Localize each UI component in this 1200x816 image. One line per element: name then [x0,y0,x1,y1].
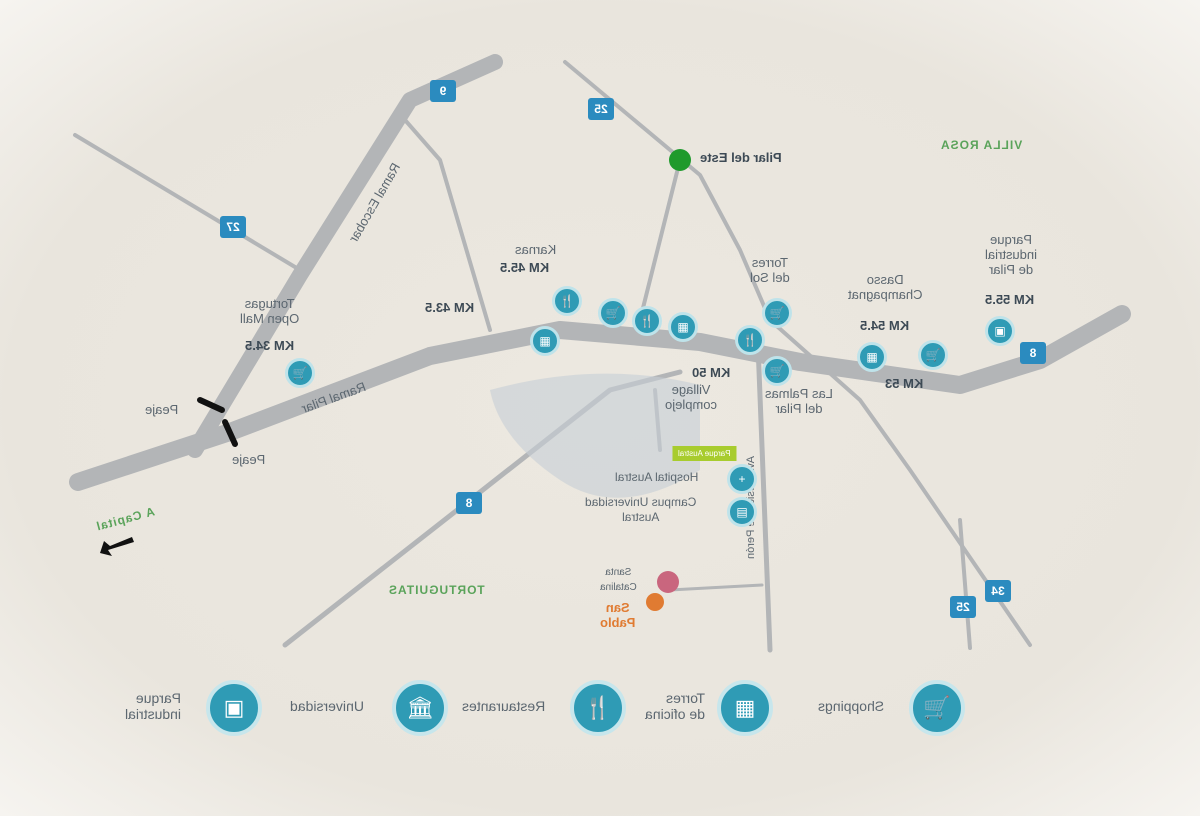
label-dasso-km: KM 54.5 [860,318,910,333]
label-campus: Campus Universidad Austral [585,495,697,524]
legend-label-restaurantes: Restaurantes [462,698,546,714]
label-dasso: Dasso Champagnat [848,272,923,302]
shopping-icon[interactable]: 🛒 [918,340,948,370]
santa-catalina-dot [657,571,679,593]
office-tower-icon[interactable]: ▦ [530,326,560,356]
road-pilar-del-este [638,158,682,322]
av-presidente-peron [755,342,773,653]
shopping-icon[interactable]: 🛒 [762,356,792,386]
label-village: Village complejo [665,382,718,412]
office-tower-icon[interactable]: ▦ [668,312,698,342]
legend-label-parque-industrial: Parque industrial [125,690,182,722]
san-pablo-dot [646,593,664,611]
toll-peaje-2 [222,419,238,447]
legend-office-tower-icon: ▦ [717,680,773,736]
label-pilar-del-este: Pilar del Este [700,150,782,165]
restaurant-icon[interactable]: 🍴 [735,325,765,355]
legend-factory-icon: ▣ [206,680,262,736]
label-km-43: KM 43.5 [425,300,475,315]
route-34-shield: 34 [985,580,1011,602]
legend-label-shoppings: Shoppings [818,698,885,714]
label-tortugas-km: KM 34.5 [245,338,295,353]
shopping-icon[interactable]: 🛒 [285,358,315,388]
route-25-south [958,518,972,650]
legend-university-icon: 🏛 [392,680,448,736]
legend-shopping-cart-icon: 🛒 [909,680,965,736]
legend-fork-knife-icon: 🍴 [570,680,626,736]
label-peaje-2: Peaje [232,452,266,467]
shopping-icon[interactable]: 🛒 [598,298,628,328]
toll-peaje-1 [197,397,225,413]
route-27-shield: 27 [220,216,246,238]
university-icon[interactable]: ▤ [727,497,757,527]
label-karnas: Karnas [515,242,557,257]
route-27 [73,133,302,272]
shopping-icon[interactable]: 🛒 [762,298,792,328]
label-torres-del-sol: Torres del Sol [750,255,790,285]
parque-austral-tag: Parque Austral [672,446,737,461]
route-25-shield: 25 [588,98,614,120]
pilar-del-este-dot [669,149,691,171]
road-santa-catalina [668,583,764,592]
label-villa-rosa: VILLA ROSA [940,138,1023,152]
ramal-pilar-highway [69,305,1131,491]
route-9-shield: 9 [430,80,456,102]
label-parque-industrial-km: KM 55.5 [985,292,1035,307]
restaurant-icon[interactable]: 🍴 [552,286,582,316]
office-tower-icon[interactable]: ▦ [857,342,887,372]
route-8-secondary-shield: 8 [456,492,482,514]
legend-label-universidad: Universidad [290,698,364,714]
restaurant-icon[interactable]: 🍴 [632,306,662,336]
austral-area [490,373,700,498]
route-8-shield: 8 [1020,342,1046,364]
label-km-50: KM 50 [692,365,731,380]
label-km-53: KM 53 [885,376,924,391]
label-peaje-1: Peaje [145,402,179,417]
label-las-palmas: Las Palmas del Pilar [765,386,833,416]
label-karnas-km: KM 45.5 [500,260,550,275]
label-santa-catalina: Santa Catalina [600,567,637,593]
road-km43 [403,118,492,332]
legend-label-torres: Torres de oficina [645,690,705,722]
label-tortuguitas: TORTUGUITAS [388,583,485,597]
label-tortugas: Tortugas Open Mall [240,296,300,326]
hospital-icon[interactable]: + [727,464,757,494]
label-hospital: Hospital Austral [615,470,699,484]
route-25-south-shield: 25 [950,596,976,618]
factory-icon[interactable]: ▣ [985,316,1015,346]
label-san-pablo: San Pablo [600,600,636,630]
arrow-capital-icon [100,537,134,556]
label-parque-industrial: Parque industrial de Pilar [985,232,1038,277]
